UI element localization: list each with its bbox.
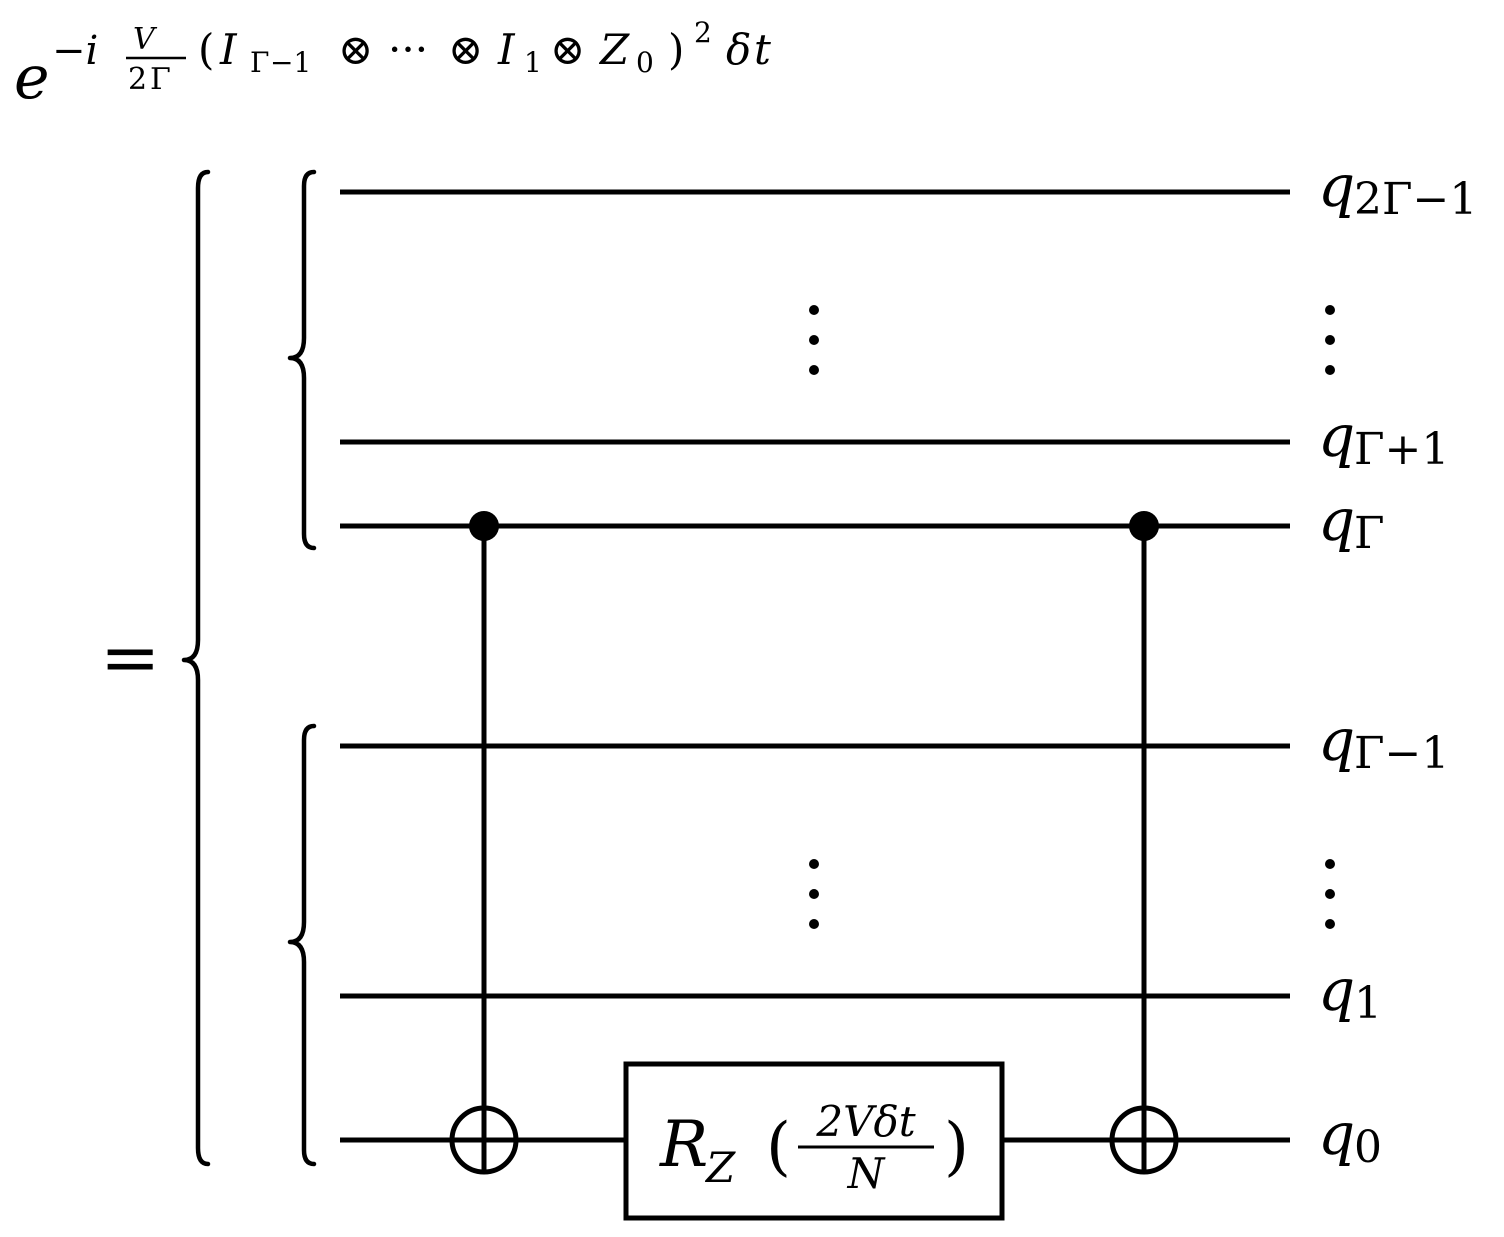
rz-gate-R: R (659, 1108, 708, 1182)
pauli-z: Z (598, 25, 630, 74)
equals-sign: = (100, 615, 160, 699)
qubit-label-ellipsis-upper (1325, 305, 1335, 375)
svg-text:q: q (1318, 486, 1355, 554)
rz-gate-denominator: N (847, 1149, 886, 1198)
svg-text:q: q (1318, 152, 1355, 220)
exp-frac-denominator-b: Γ (150, 62, 171, 97)
cdots: ··· (388, 25, 428, 74)
cnot-right-control-dot (1129, 511, 1159, 541)
identity-one-sub: 1 (524, 46, 542, 79)
qubit-label-q2gamma-minus-1: q 2Γ−1 (1318, 152, 1477, 225)
svg-text:2Γ−1: 2Γ−1 (1354, 174, 1477, 225)
identity-gamma: I (219, 25, 238, 74)
svg-text:q: q (1318, 706, 1355, 774)
exp-base: e (14, 43, 50, 113)
qubit-label-q0: q 0 (1318, 1100, 1382, 1173)
lower-register-brace (287, 723, 317, 1167)
exp-frac-numerator: V (133, 22, 158, 57)
circuit-ellipsis-upper (809, 305, 819, 375)
qubit-label-q1: q 1 (1318, 956, 1382, 1029)
cnot-left-control-dot (469, 511, 499, 541)
rz-gate: R Z ( 2Vδt N ) (623, 1061, 1005, 1221)
cnot-gate-left (449, 511, 519, 1175)
cnot-gate-right (1109, 511, 1179, 1175)
paren-close: ) (668, 25, 684, 74)
otimes-1: ⊗ (338, 25, 373, 74)
rz-gate-paren-close: ) (944, 1110, 969, 1184)
time-t: t (754, 25, 771, 74)
svg-text:Γ+1: Γ+1 (1354, 424, 1449, 475)
exp-frac-denominator-a: 2 (128, 62, 147, 97)
qubit-label-qgamma-plus-1: q Γ+1 (1318, 402, 1449, 475)
paren-open: ( (198, 25, 214, 74)
exp-prefix: −i (52, 28, 98, 74)
identity-gamma-sub-b: −1 (270, 46, 311, 79)
delta: δ (726, 25, 751, 74)
rz-gate-sub: Z (704, 1143, 736, 1192)
svg-text:q: q (1318, 1100, 1355, 1168)
identity-gamma-sub-a: Γ (250, 46, 269, 79)
upper-register-brace (287, 169, 317, 551)
svg-text:Γ−1: Γ−1 (1354, 728, 1449, 779)
svg-text:Γ: Γ (1354, 508, 1385, 559)
equation-lhs: e −i V 2 Γ ( I Γ −1 ⊗ ··· ⊗ I 1 ⊗ Z 0 ) … (14, 16, 771, 113)
rz-gate-paren-open: ( (766, 1110, 791, 1184)
circuit-ellipsis-lower (809, 859, 819, 929)
power: 2 (694, 16, 712, 49)
identity-one: I (497, 25, 516, 74)
rz-gate-numerator: 2Vδt (815, 1097, 915, 1146)
outer-brace (181, 169, 211, 1167)
svg-text:0: 0 (1354, 1122, 1382, 1173)
otimes-2: ⊗ (448, 25, 483, 74)
otimes-3: ⊗ (550, 25, 585, 74)
rz-gate-box (623, 1061, 1005, 1221)
svg-text:1: 1 (1354, 978, 1382, 1029)
svg-text:q: q (1318, 956, 1355, 1024)
svg-text:q: q (1318, 402, 1355, 470)
qubit-label-qgamma-minus-1: q Γ−1 (1318, 706, 1449, 779)
pauli-z-sub: 0 (636, 46, 654, 79)
qubit-label-ellipsis-lower (1325, 859, 1335, 929)
qubit-label-qgamma: q Γ (1318, 486, 1385, 559)
